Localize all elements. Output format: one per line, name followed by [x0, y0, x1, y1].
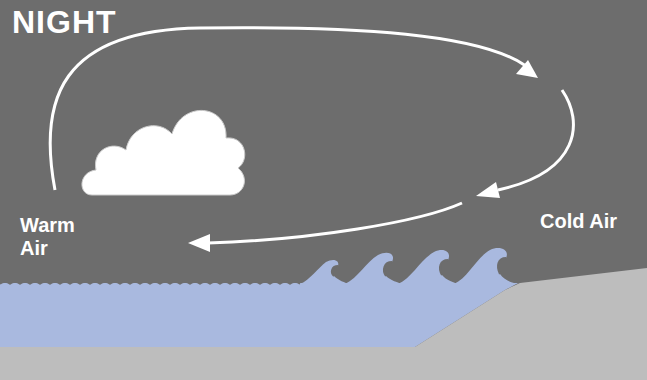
- land-ground: [0, 268, 647, 380]
- warm-air-label: Warm Air: [20, 214, 90, 260]
- wave-curls: [332, 258, 506, 276]
- arrowheads: [188, 60, 538, 252]
- cold-air-label: Cold Air: [540, 210, 640, 233]
- circulation-arrows: [50, 28, 573, 243]
- water-ripples: [0, 282, 300, 284]
- diagram-title: NIGHT: [12, 4, 117, 41]
- cloud: [82, 110, 245, 195]
- waves: [300, 248, 518, 284]
